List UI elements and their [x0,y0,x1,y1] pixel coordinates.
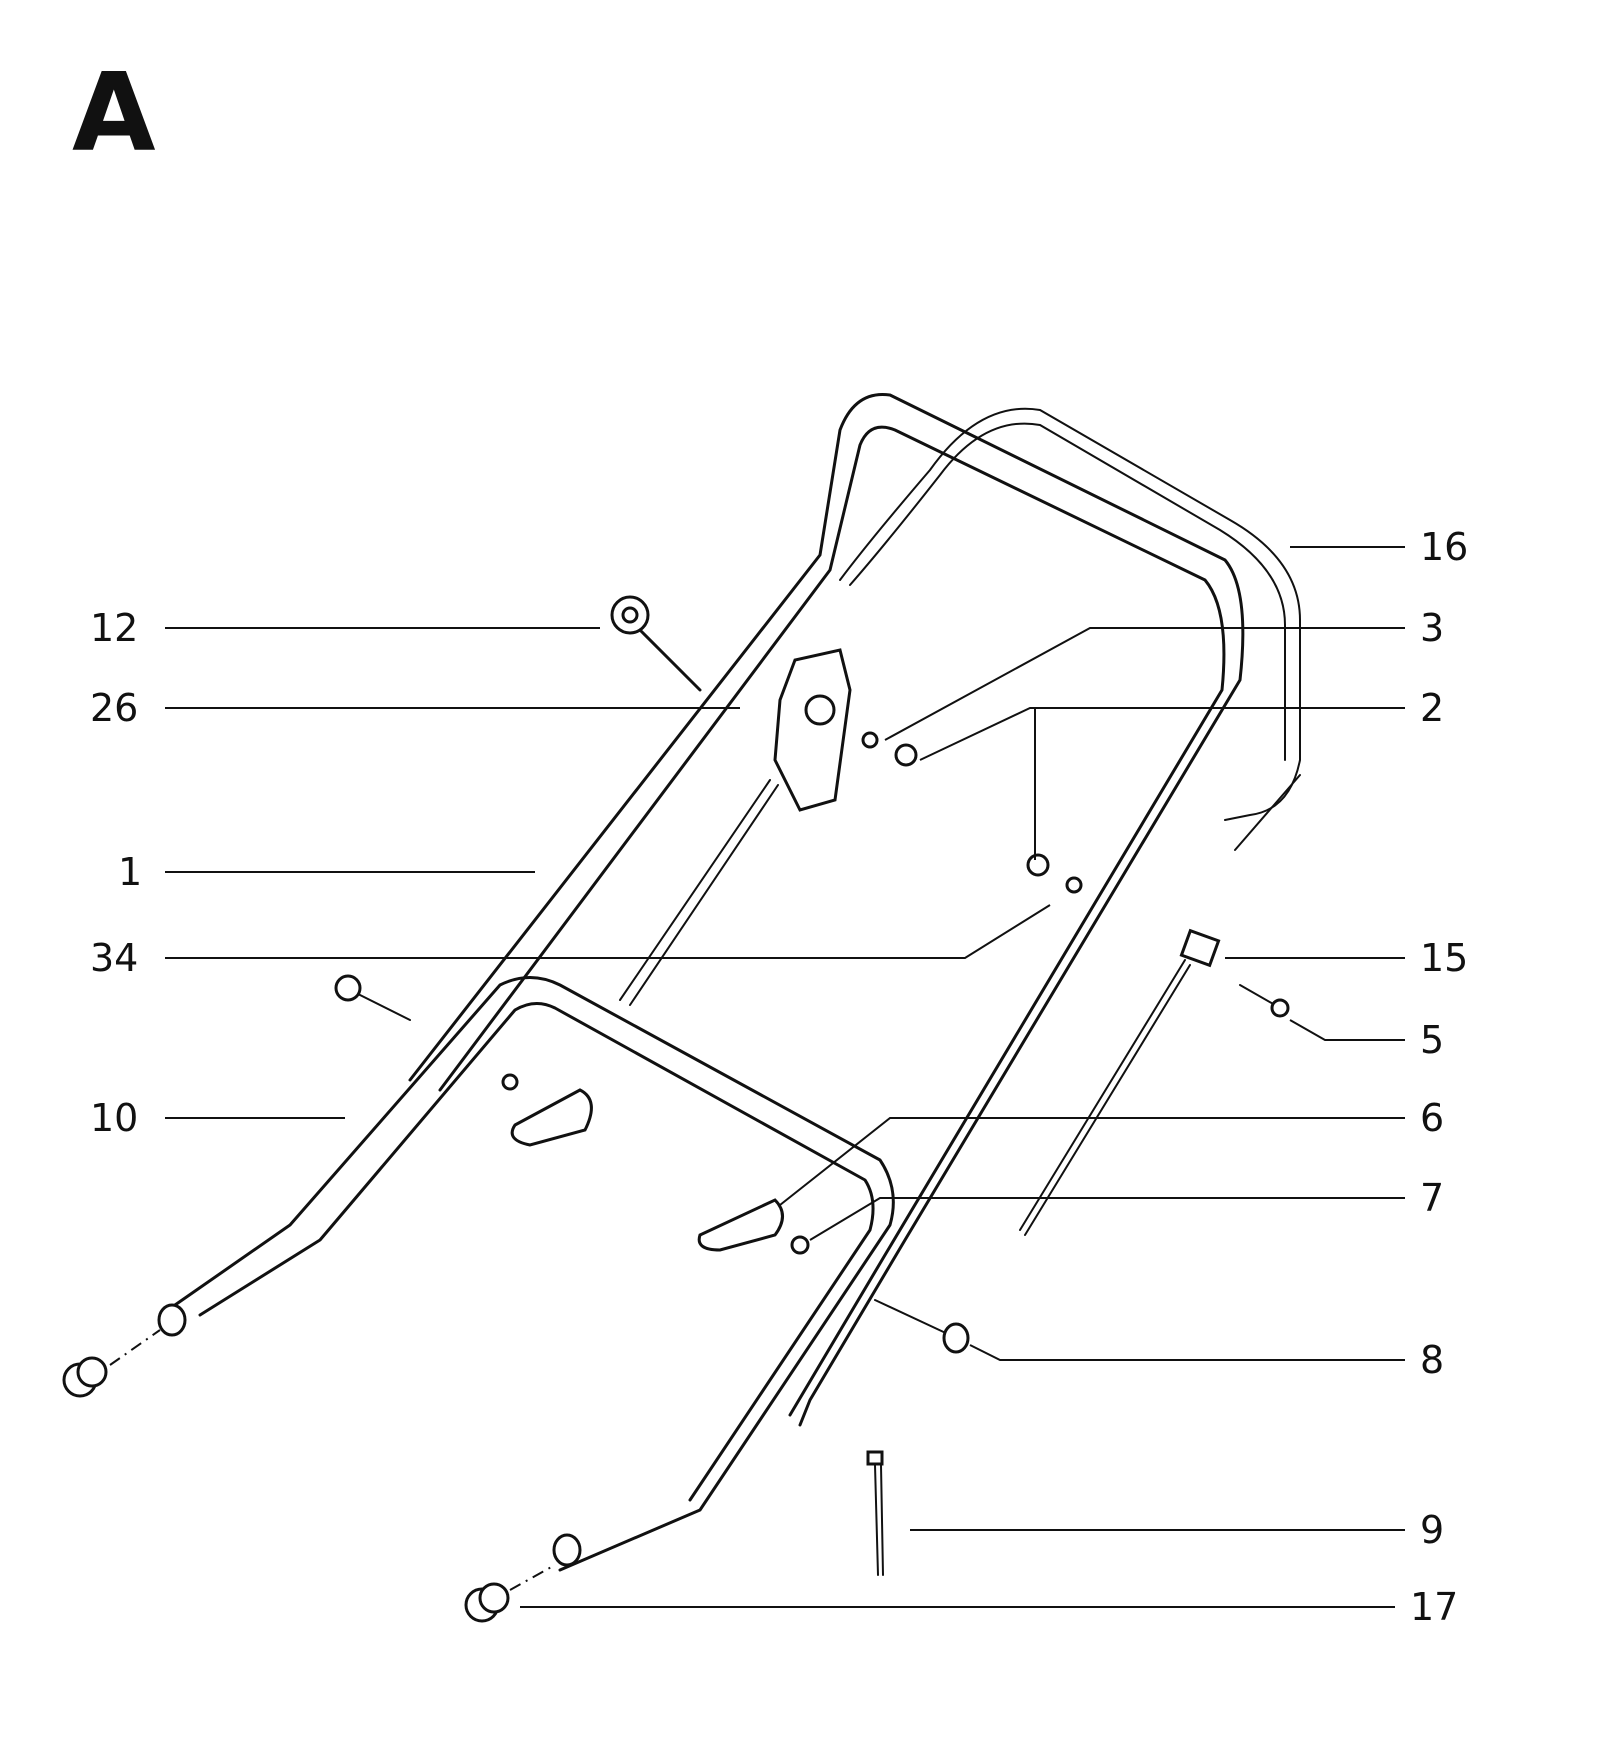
callout-label: 1 [118,850,142,894]
callout-label: 9 [1420,1508,1444,1552]
handle-assembly-drawing [62,392,1301,1623]
callout-label: 15 [1420,936,1468,980]
callout-label: 17 [1410,1585,1458,1629]
callout-1: 1 [118,850,535,894]
callout-12: 12 [90,606,600,650]
callout-label: 6 [1420,1096,1444,1140]
callout-3: 3 [884,606,1444,741]
callout-7: 7 [809,1176,1444,1241]
callout-17: 17 [520,1585,1458,1629]
callout-label: 16 [1420,525,1468,569]
callout-2: 2 [919,686,1444,860]
callout-5: 5 [1289,1018,1444,1062]
callout-15: 15 [1225,936,1468,980]
callout-10: 10 [90,1096,345,1140]
callout-label: 10 [90,1096,138,1140]
callout-26: 26 [90,686,740,730]
callout-9: 9 [910,1508,1444,1552]
callout-label: 26 [90,686,138,730]
callout-label: 8 [1420,1338,1444,1382]
section-letter: A [72,51,156,176]
callout-label: 5 [1420,1018,1444,1062]
callout-label: 7 [1420,1176,1444,1220]
callout-6: 6 [779,1096,1444,1206]
callout-34: 34 [90,904,1051,980]
callout-8: 8 [969,1338,1444,1382]
callout-16: 16 [1290,525,1468,569]
callout-label: 12 [90,606,138,650]
callout-label: 3 [1420,606,1444,650]
callout-label: 2 [1420,686,1444,730]
callout-label: 34 [90,936,138,980]
